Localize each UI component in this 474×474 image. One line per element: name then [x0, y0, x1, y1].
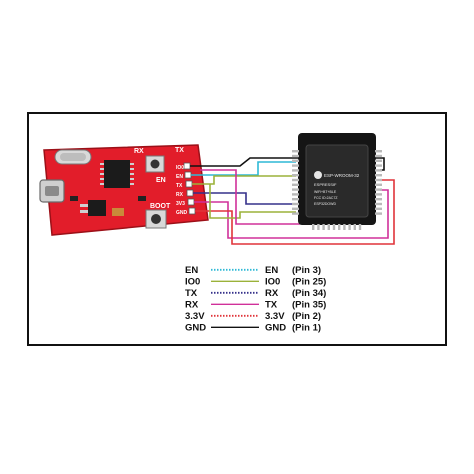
module-pin — [375, 164, 382, 167]
module-pin — [292, 164, 299, 167]
legend-pin-label: (Pin 3) — [292, 265, 321, 276]
module-pin — [317, 224, 320, 230]
usb-uart-chip — [104, 160, 130, 188]
board-pin-label: RX — [176, 192, 184, 198]
board-pin-label: IO0 — [176, 165, 184, 171]
header-pins — [183, 162, 196, 215]
legend-pin-label: (Pin 35) — [292, 300, 326, 311]
legend-right-label: 3.3V — [265, 311, 285, 322]
module-pin — [292, 193, 299, 196]
module-pin — [327, 224, 330, 230]
board-pin-label: TX — [176, 183, 183, 189]
resistor — [70, 196, 78, 201]
module-pin — [353, 224, 356, 230]
module-pin — [358, 224, 362, 230]
wire — [193, 192, 296, 205]
module-pin — [348, 224, 351, 230]
legend-pin-label: (Pin 25) — [292, 277, 326, 288]
legend-left-label: TX — [185, 288, 198, 299]
module-pin — [375, 188, 382, 191]
module-pin — [292, 154, 299, 158]
board-pin-label: 3V3 — [176, 201, 185, 207]
module-pin — [292, 169, 299, 172]
module-line: ESP32DOWD — [314, 202, 336, 206]
board-label-tx: TX — [175, 147, 184, 154]
module-pin — [375, 202, 382, 206]
wire — [194, 189, 389, 239]
module-pin — [292, 188, 299, 191]
module-line: WiFi+BT+BLE — [314, 190, 337, 194]
module-pin — [322, 224, 325, 230]
module-pin — [375, 207, 382, 210]
board-pin-label: GND — [176, 210, 188, 216]
module-pin — [292, 198, 299, 201]
resistor — [138, 196, 146, 201]
wire — [192, 175, 296, 185]
legend-right-label: IO0 — [265, 277, 280, 288]
module-pin — [338, 224, 341, 230]
module-pin — [292, 178, 299, 182]
module-pin — [343, 224, 346, 230]
module-pin — [375, 159, 382, 162]
voltage-regulator — [88, 200, 106, 216]
module-line: FCC ID:2AC7Z — [314, 196, 338, 200]
legend-right-label: TX — [265, 300, 278, 311]
module-pin — [375, 169, 382, 172]
capacitor — [112, 208, 124, 216]
legend-left-label: IO0 — [185, 277, 200, 288]
module-pin — [375, 178, 382, 182]
module-pin — [292, 174, 299, 177]
wire — [191, 161, 296, 176]
module-pin — [292, 183, 299, 186]
legend-right-label: GND — [265, 323, 286, 334]
module-pin — [375, 150, 382, 153]
wire — [200, 169, 300, 225]
legend-left-label: EN — [185, 265, 198, 276]
module-pin — [292, 207, 299, 210]
board-pin-label: EN — [176, 174, 183, 180]
module-logo-text: ESPRESSIF — [314, 182, 337, 187]
wire — [195, 179, 395, 245]
module-pin — [375, 193, 382, 196]
module-pin — [375, 183, 382, 186]
module-pin — [292, 212, 299, 215]
module-pin — [332, 224, 336, 230]
legend-right-label: RX — [265, 288, 279, 299]
module-pin — [375, 174, 382, 177]
legend-pin-label: (Pin 1) — [292, 323, 321, 334]
legend-pin-label: (Pin 2) — [292, 311, 321, 322]
espressif-logo-icon — [314, 171, 322, 179]
legend-pin-label: (Pin 34) — [292, 288, 326, 299]
module-pin — [375, 154, 382, 158]
legend-left-label: GND — [185, 323, 206, 334]
module-pin — [312, 224, 315, 230]
module-pin — [375, 198, 382, 201]
module-pin — [292, 150, 299, 153]
module-shield — [305, 144, 369, 218]
esp32-module: ESP-WROOM-32 ESPRESSIF WiFi+BT+BLE FCC I… — [292, 133, 382, 230]
module-model: ESP-WROOM-32 — [324, 173, 360, 178]
legend-right-label: EN — [265, 265, 278, 276]
wire — [209, 184, 296, 219]
board-label-boot: BOOT — [150, 203, 171, 210]
module-pin — [292, 159, 299, 162]
board-label-rx: RX — [134, 148, 144, 155]
board-label-en: EN — [156, 177, 166, 184]
legend-left-label: 3.3V — [185, 311, 205, 322]
module-pin — [375, 212, 382, 215]
module-pin — [292, 202, 299, 206]
legend-left-label: RX — [185, 300, 199, 311]
